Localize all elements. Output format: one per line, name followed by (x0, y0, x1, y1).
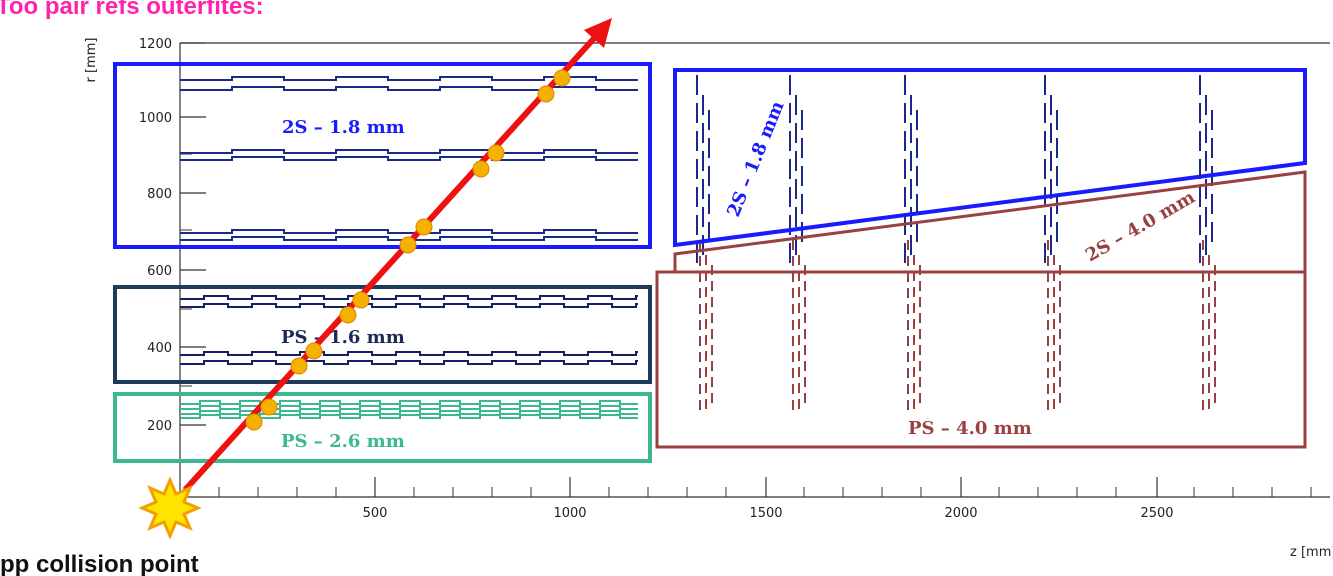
barrel-ps-mid-label: PS – 1.6 mm (281, 327, 405, 348)
barrel-2s-box (113, 62, 652, 249)
x-tick-label: 1500 (749, 506, 782, 521)
track-hit-point (260, 398, 278, 416)
track-hit-point (290, 357, 308, 375)
barrel-2s-label: 2S – 1.8 mm (282, 117, 405, 138)
barrel-strip-layer (180, 229, 638, 234)
endcap-2s-brown-box (673, 170, 1307, 274)
x-tick-label: 2000 (944, 506, 977, 521)
barrel-strip-layer (180, 76, 638, 81)
y-tick-label: 800 (147, 187, 172, 202)
track-hit-point (553, 69, 571, 87)
track-hit-point (472, 160, 490, 178)
x-tick-label: 1000 (553, 506, 586, 521)
axes (179, 42, 1330, 498)
endcap-2s-blue-box (673, 68, 1307, 248)
y-tick-label: 600 (147, 264, 172, 279)
barrel-strip-layer (180, 360, 638, 365)
track-hit-point (537, 85, 555, 103)
y-tick-label: 400 (147, 341, 172, 356)
x-tick-label: 2500 (1140, 506, 1173, 521)
endcap-modules (696, 75, 1216, 410)
collision-point-label: pp collision point (0, 551, 199, 576)
y-tick-label: 200 (147, 419, 172, 434)
track-arrowhead (584, 18, 612, 48)
x-axis-label: z [mm] (1290, 545, 1333, 560)
endcap-ps-label: PS – 4.0 mm (908, 418, 1032, 439)
track-hit-point (487, 144, 505, 162)
x-ticks: 500 1000 1500 2000 2500 (218, 477, 1312, 521)
barrel-strip-layer (180, 405, 638, 410)
collision-star-icon (138, 476, 202, 540)
barrel-strip-layer (180, 400, 638, 405)
endcap-ps-box (655, 270, 1307, 449)
track-hit-point (305, 342, 323, 360)
barrel-strip-layer (180, 295, 638, 300)
endcap-2s-18-label: 2S – 1.8 mm (723, 98, 788, 220)
track-hit-point (415, 218, 433, 236)
track-hit-point (352, 291, 370, 309)
header-text: Too pair refs outerfites: (0, 0, 264, 20)
barrel-ps-inner-label: PS – 2.6 mm (281, 431, 405, 452)
barrel-strip-layer (180, 351, 638, 356)
y-tick-label: 1000 (139, 111, 172, 126)
barrel-strip-layer (180, 86, 638, 91)
barrel-ps-mid-box (113, 285, 652, 384)
y-axis-label: r [mm] (84, 38, 99, 83)
y-tick-label: 1200 (139, 37, 172, 52)
barrel-strip-layer (180, 303, 638, 308)
barrel-strip-layer (180, 156, 638, 161)
barrel-strip-layer (180, 410, 638, 415)
track-hit-point (339, 306, 357, 324)
y-ticks: 200 400 600 800 1000 1200 (139, 37, 206, 434)
barrel-strip-layer (180, 149, 638, 154)
barrel-ps-inner-box (113, 392, 652, 463)
track-hit-point (399, 236, 417, 254)
x-tick-label: 500 (363, 506, 388, 521)
track-hit-point (245, 413, 263, 431)
track-hits (245, 69, 571, 431)
